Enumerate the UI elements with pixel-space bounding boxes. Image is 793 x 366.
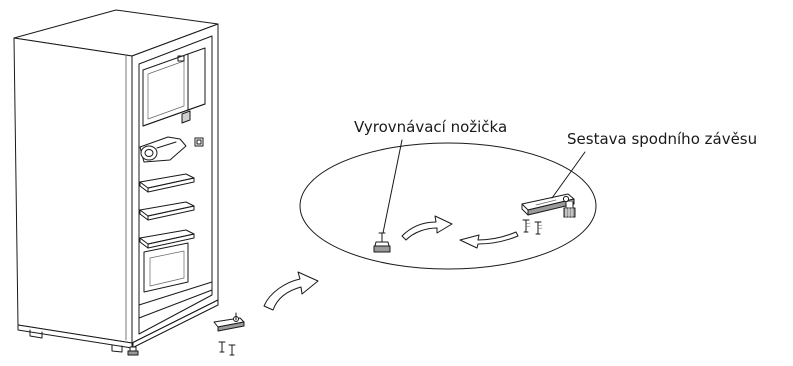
bottom-hinge-assembly-label: Sestava spodního závěsu bbox=[567, 130, 758, 148]
leveling-foot-label: Vyrovnávací nožička bbox=[354, 118, 508, 136]
leveling-foot-loose bbox=[127, 342, 139, 356]
leader-lines bbox=[382, 139, 586, 234]
detail-ellipse bbox=[299, 142, 597, 270]
arrow-foot-to-hinge bbox=[401, 215, 453, 241]
screws-detail bbox=[522, 219, 543, 235]
refrigerator bbox=[13, 9, 245, 353]
bottom-hinge-detail bbox=[521, 193, 576, 218]
leveling-foot-detail bbox=[373, 232, 391, 253]
loose-screws bbox=[218, 341, 236, 356]
arrow-hinge-to-foot bbox=[459, 231, 519, 249]
zoom-arrow bbox=[263, 271, 319, 311]
